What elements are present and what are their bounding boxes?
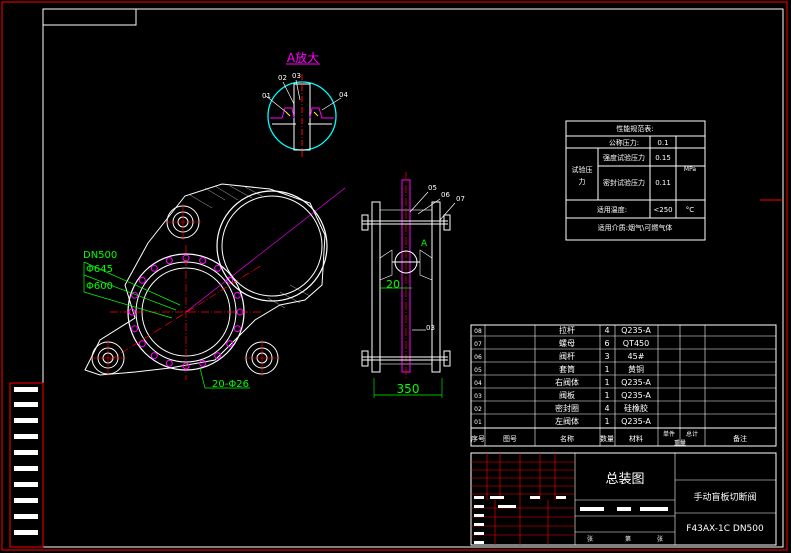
parts-row-1-material: QT450 (623, 339, 649, 348)
perf-temp-label: 适用温度: (597, 205, 627, 214)
dim-20: 20 (386, 278, 400, 291)
parts-row-5-material: Q235-A (621, 391, 651, 400)
corner-box (42, 8, 137, 26)
drawing-number: F43AX-1C DN500 (686, 524, 764, 534)
parts-row-3-material: 黄铜 (628, 364, 644, 374)
parts-row-3-qty: 1 (604, 365, 609, 374)
performance-table: 性能规范表: 公称压力: 0.1 强度试验压力 0.15 密封试验压力 0.11… (565, 120, 706, 241)
parts-row-0-name: 拉杆 (559, 325, 575, 335)
parts-row-4-name: 右阀体 (555, 377, 579, 387)
parts-row-2-qty: 3 (604, 352, 609, 361)
lug-left (90, 340, 126, 376)
parts-row-7-no: 01 (474, 419, 482, 426)
parts-row-0-no: 08 (474, 328, 482, 335)
side-callout-06: 06 (441, 191, 450, 199)
parts-row-3-no: 05 (474, 367, 482, 374)
perf-title: 性能规范表: (616, 124, 653, 133)
parts-header-no: 序号 (471, 434, 485, 443)
parts-row-0-qty: 4 (604, 326, 609, 335)
perf-medium: 适用介质:烟气\可燃气体 (598, 223, 673, 232)
detail-callout-03: 03 (292, 72, 301, 80)
title-block: 总装图 手动盲板切断阀 F43AX-1C DN500 张 第 张 (470, 452, 777, 546)
detail-callout-02: 02 (278, 74, 287, 82)
perf-row-2-value: 0.11 (655, 179, 671, 187)
sheet-label-a: 张 (587, 535, 593, 543)
parts-row-4-material: Q235-A (621, 378, 651, 387)
section-mark: A (421, 239, 428, 249)
lug-right (244, 340, 280, 376)
side-view: A 05 06 07 03 20 350 (361, 172, 465, 398)
perf-row-1-label: 强度试验压力 (603, 153, 645, 162)
sheet-label-c: 张 (657, 535, 663, 543)
parts-row-5-name: 阀板 (559, 390, 575, 400)
sheet-label-b: 第 (625, 535, 631, 543)
parts-row-7-material: Q235-A (621, 417, 651, 426)
parts-header-remark: 备注 (733, 434, 747, 443)
detail-callout-04: 04 (339, 91, 348, 99)
parts-row-5-no: 03 (474, 393, 482, 400)
parts-row-2-no: 06 (474, 354, 482, 361)
side-callout-07: 07 (456, 195, 465, 203)
parts-header-qty: 数量 (600, 434, 614, 443)
perf-temp-unit: °C (686, 206, 695, 214)
parts-row-4-no: 04 (474, 380, 482, 387)
perf-row-0-label: 公称压力: (609, 138, 639, 147)
perf-row-0-value: 0.1 (657, 139, 668, 147)
inner-frame (42, 8, 784, 548)
perf-row-2-label: 密封试验压力 (603, 178, 645, 187)
bolt-holes (128, 254, 244, 370)
parts-row-3-name: 套筒 (559, 364, 575, 374)
parts-row-1-qty: 6 (604, 339, 609, 348)
parts-row-7-qty: 1 (604, 417, 609, 426)
detail-callout-01: 01 (262, 92, 271, 100)
parts-row-4-qty: 1 (604, 378, 609, 387)
perf-temp-value: <250 (653, 206, 672, 214)
parts-row-6-no: 02 (474, 406, 482, 413)
parts-header-total-weight: 总计 (686, 430, 698, 438)
detail-title: A放大 (287, 50, 319, 65)
parts-row-5-qty: 1 (604, 391, 609, 400)
parts-row-0-material: Q235-A (621, 326, 651, 335)
parts-row-2-material: 45# (628, 352, 645, 361)
binding-strip (9, 382, 44, 548)
front-view: DN500 Φ645 Φ600 20-Φ26 (83, 183, 346, 390)
side-callout-03: 03 (426, 324, 435, 332)
dim-dn500: DN500 (83, 250, 117, 261)
perf-test-label-1: 试验压 (572, 165, 593, 174)
detail-view-a: A放大 01 02 03 04 (262, 50, 348, 158)
parts-header-material: 材料 (629, 434, 643, 443)
parts-header-weight: 重量 (674, 439, 686, 447)
parts-row-1-no: 07 (474, 341, 482, 348)
parts-row-6-material: 硅橡胶 (624, 403, 648, 413)
parts-row-6-qty: 4 (604, 404, 609, 413)
perf-unit: MPa (684, 166, 697, 173)
parts-row-6-name: 密封圈 (555, 403, 579, 413)
dim-bolt-holes: 20-Φ26 (212, 379, 249, 390)
perf-test-label-2: 力 (579, 177, 586, 186)
drawing-title: 总装图 (605, 472, 644, 487)
parts-header-code: 图号 (503, 435, 517, 443)
parts-header-unit-weight: 单件 (663, 430, 675, 438)
product-name: 手动盲板切断阀 (693, 491, 756, 503)
perf-row-1-value: 0.15 (655, 154, 671, 162)
side-callout-05: 05 (428, 184, 437, 192)
parts-row-2-name: 阀杆 (559, 351, 575, 361)
lug-top (165, 204, 201, 240)
parts-row-7-name: 左阀体 (555, 416, 579, 426)
parts-header-name: 名称 (560, 434, 574, 443)
dim-phi600: Φ600 (86, 281, 113, 292)
parts-row-1-name: 螺母 (559, 338, 575, 348)
dim-phi645: Φ645 (86, 264, 113, 275)
dim-350: 350 (397, 382, 420, 396)
